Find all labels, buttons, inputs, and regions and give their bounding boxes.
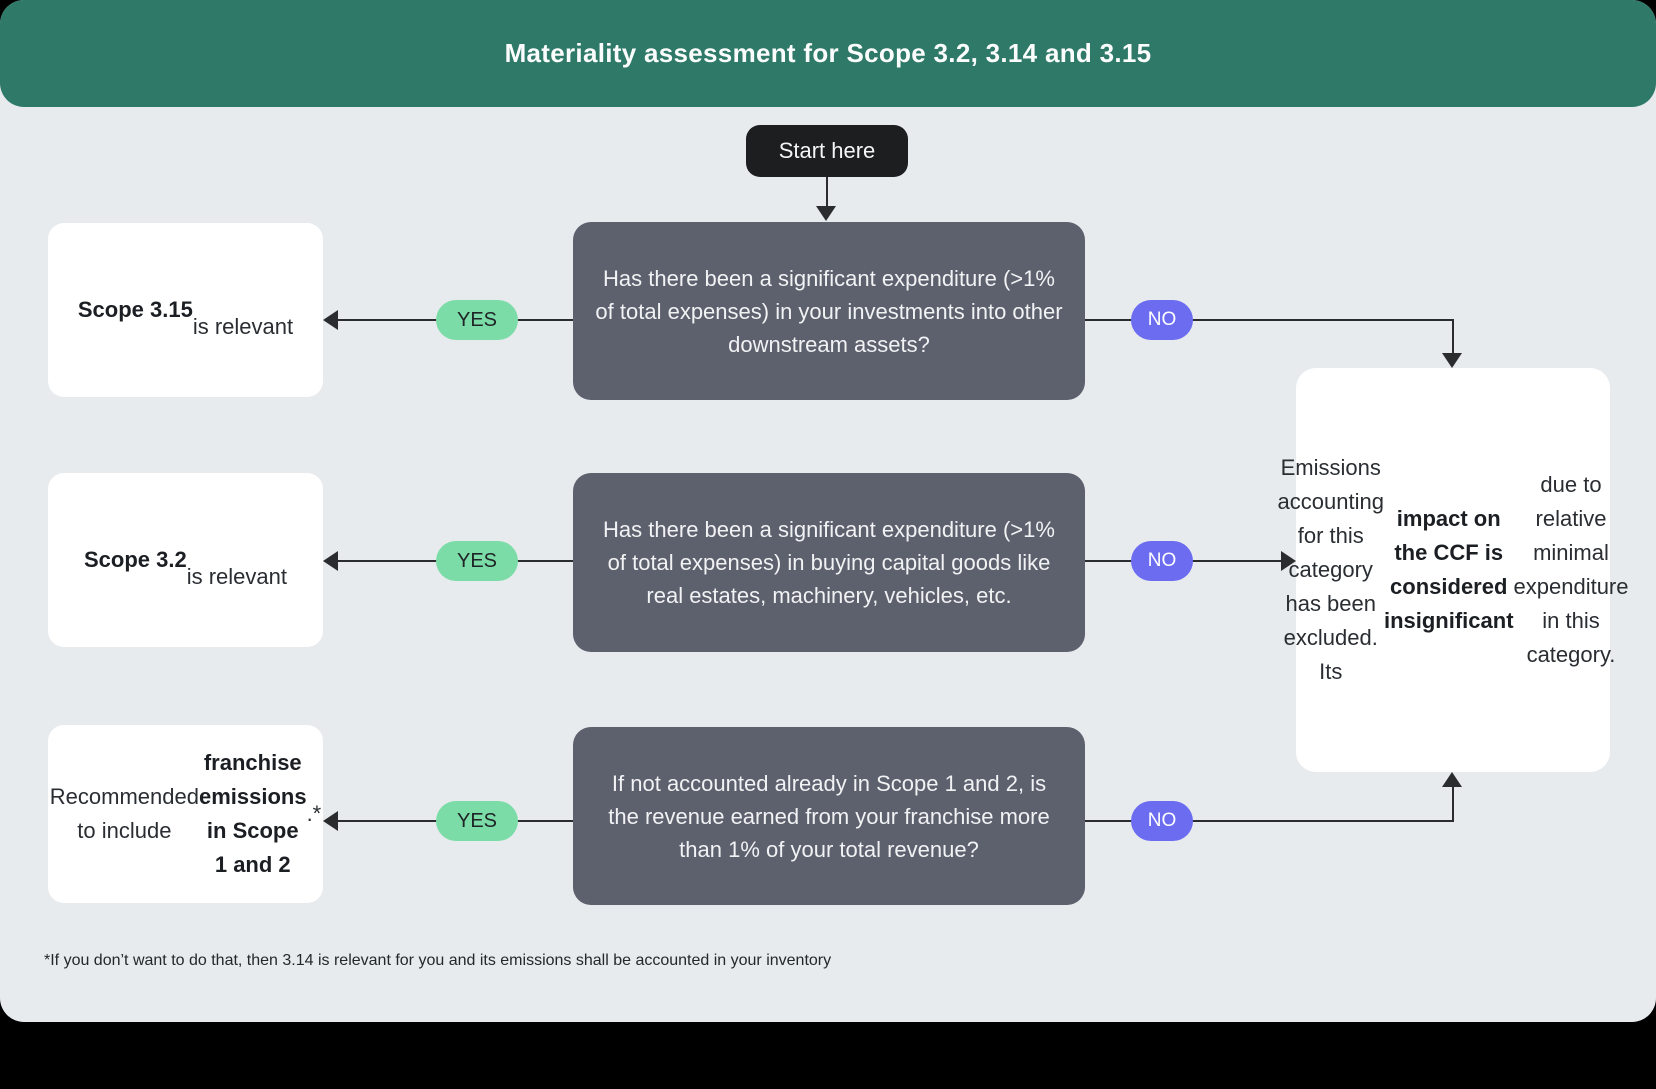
arrow-down-head-1 — [1442, 353, 1462, 368]
outcome-box-scope-3-2: Scope 3.2 is relevant — [48, 473, 323, 647]
no-badge-2: NO — [1131, 541, 1193, 581]
page-title: Materiality assessment for Scope 3.2, 3.… — [504, 38, 1152, 68]
yes-badge-3: YES — [436, 801, 518, 841]
no-badge-3: NO — [1131, 801, 1193, 841]
connector-no-3 — [1085, 820, 1454, 822]
arrow-left-head-3 — [323, 811, 338, 831]
question-box-2: Has there been a significant expenditure… — [573, 473, 1085, 652]
arrow-left-head-2 — [323, 551, 338, 571]
connector-no-3-up — [1452, 787, 1454, 822]
header-bar: Materiality assessment for Scope 3.2, 3.… — [0, 0, 1656, 107]
connector-start-down — [826, 177, 828, 207]
question-box-3: If not accounted already in Scope 1 and … — [573, 727, 1085, 905]
connector-no-1 — [1085, 319, 1454, 321]
arrow-up-head-3 — [1442, 772, 1462, 787]
connector-no-1-down — [1452, 319, 1454, 354]
excluded-outcome-box: Emissions accounting for this category h… — [1278, 368, 1629, 772]
no-badge-1: NO — [1131, 300, 1193, 340]
arrow-right-head-2 — [1281, 551, 1296, 571]
arrow-down-head — [816, 206, 836, 221]
question-box-1: Has there been a significant expenditure… — [573, 222, 1085, 400]
footnote: *If you don’t want to do that, then 3.14… — [44, 952, 832, 969]
yes-badge-1: YES — [436, 300, 518, 340]
outcome-box-franchise: Recommended to include franchise emissio… — [48, 725, 323, 903]
arrow-left-head-1 — [323, 310, 338, 330]
start-here-node: Start here — [746, 125, 908, 177]
outcome-box-scope-3-15: Scope 3.15 is relevant — [48, 223, 323, 397]
yes-badge-2: YES — [436, 541, 518, 581]
